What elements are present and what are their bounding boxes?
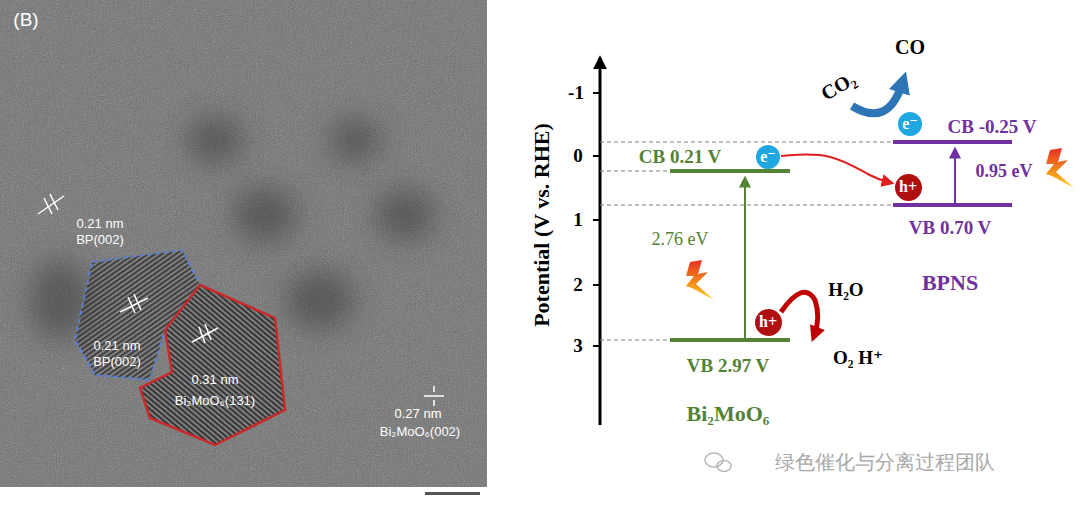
reactant: H₂O [828,280,863,301]
axis-tick-label: -1 [568,83,584,104]
axis-tick-label: 1 [573,210,583,231]
level-guides [600,142,893,340]
crystal-plane: BP(002) [93,355,141,369]
excitation-arrow [744,178,746,338]
band-level: CB -0.25 V [948,117,1037,138]
axis-tick-label: 3 [573,336,583,357]
band-level: VB 0.70 V [909,218,992,239]
axis-title: Potential (V vs. RHE) [530,123,554,327]
tem-noise [0,0,487,487]
carrier-symbol: h+ [759,314,777,330]
axis-ticks [593,93,600,346]
lattice-spacing-marks [38,194,444,406]
band-gap: 2.76 eV [652,230,709,250]
product: O₂ H⁺ [833,348,883,369]
potential-axis [593,58,600,425]
bi2moo6-region-outline [140,285,285,445]
reduction-arrow [852,84,902,113]
lattice-spacing: 0.21 nm [94,339,141,353]
watermark: 绿色催化与分离过程团队 [775,451,995,473]
crystal-plane: Bi₂MoO₆(002) [380,425,460,439]
crystal-plane: Bi₂MoO₆(131) [175,394,255,408]
excitation-arrow [954,149,956,203]
lattice-spacing: 0.21 nm [77,217,124,231]
conduction-band [893,140,1012,144]
band-gap: 0.95 eV [976,162,1033,182]
scale-bar [425,492,480,495]
axis-line [599,58,602,425]
crystal-plane: BP(002) [76,233,124,247]
oxidation-arrow [781,292,818,336]
lattice-spacing: 0.27 nm [395,407,442,421]
reactant: CO₂ [817,67,859,104]
axis-tick-label: 0 [573,146,583,167]
charge-carrier-circle: h+ [755,309,782,336]
material-name: BPNS [922,271,978,295]
charge-carrier-circle: e⁻ [898,112,922,136]
axis-tick-label: 2 [573,275,583,296]
tem-ground [0,0,487,487]
carrier-symbol: h+ [899,179,917,195]
panel-letter: (B) [13,10,38,31]
light-bolt [686,260,714,300]
electron-transfer-arrow [781,155,892,183]
product: CO [895,36,925,58]
band-level: CB 0.21 V [639,147,722,168]
valence-band [670,338,790,342]
conduction-band [670,169,790,173]
valence-band [893,203,1012,207]
lattice-spacing: 0.31 nm [192,373,239,387]
charge-carrier-circle: e⁻ [756,145,780,169]
charge-carrier-circle: h+ [895,174,922,201]
watermark-icon [705,453,731,472]
light-bolt [1046,148,1074,188]
tem-image [0,0,487,495]
band-level: VB 2.97 V [687,356,770,377]
carrier-symbol: e⁻ [902,116,918,132]
carrier-symbol: e⁻ [760,149,776,165]
material-name: Bi₂MoO₆ [687,402,770,426]
